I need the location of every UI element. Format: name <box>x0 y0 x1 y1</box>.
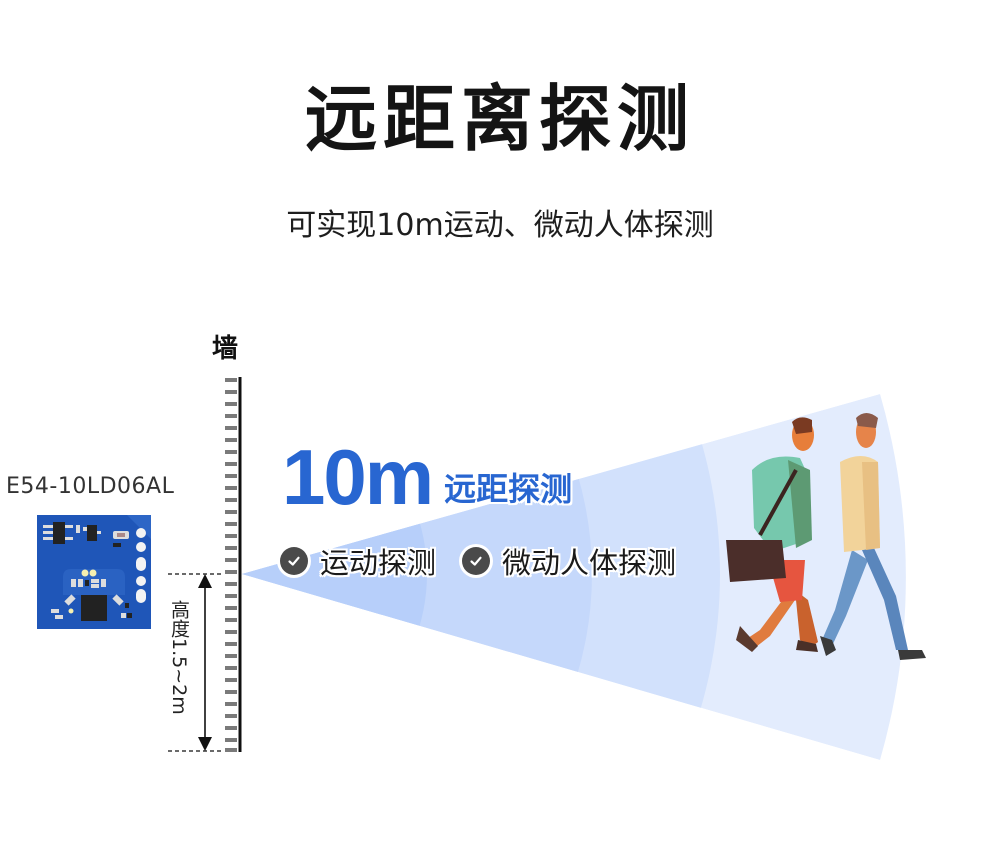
range-label: 远距探测 <box>444 470 573 508</box>
check-circle-icon <box>462 547 491 575</box>
mount-height-label: 高度1.5~2m <box>168 600 190 715</box>
walking-person-with-bag-illustration <box>726 417 818 652</box>
page-subtitle: 可实现10m运动、微动人体探测 <box>286 208 714 243</box>
range-value: 10m <box>282 433 434 521</box>
range-headline: 10m 远距探测 <box>282 438 572 516</box>
feature-item-micro-motion: 微动人体探测 <box>462 540 676 582</box>
height-dimension <box>168 573 222 752</box>
wall <box>225 377 242 752</box>
feature-list: 运动探测 微动人体探测 <box>280 540 702 582</box>
page-title: 远距离探测 <box>304 77 695 161</box>
wall-label: 墙 <box>212 334 239 364</box>
radar-module-image <box>37 515 151 629</box>
walking-person-illustration <box>820 413 926 660</box>
feature-label: 微动人体探测 <box>502 546 677 580</box>
check-circle-icon <box>280 547 308 575</box>
wall-hatching <box>225 378 237 752</box>
feature-label: 运动探测 <box>320 546 437 580</box>
module-model-label: E54-10LD06AL <box>6 474 175 499</box>
feature-item-motion: 运动探测 <box>280 540 436 582</box>
